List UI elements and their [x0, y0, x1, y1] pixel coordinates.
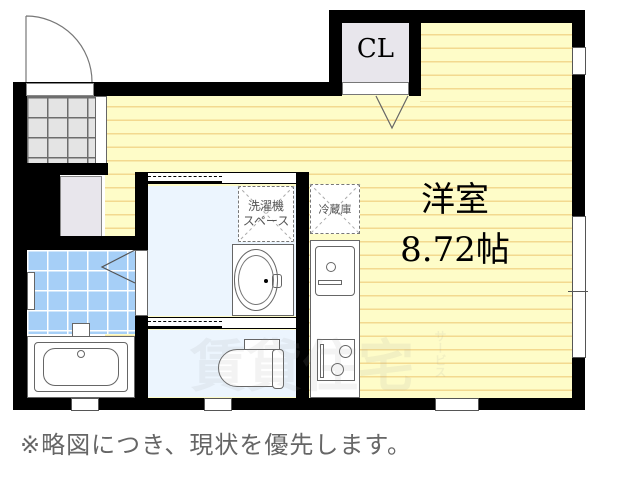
wall-inner-left [26, 163, 60, 237]
wall-bath-top [26, 236, 148, 250]
toilet-seat-cover [272, 349, 284, 389]
closet [342, 22, 409, 82]
washbasin-drain [264, 279, 268, 283]
sliding-door-panel-2 [148, 326, 222, 329]
western-room-name: 洋室 [421, 180, 489, 220]
kitchen-faucet [318, 280, 342, 285]
window-right-upper [572, 47, 586, 75]
closet-label: CL [356, 34, 395, 64]
sliding-door-dash-2 [148, 321, 222, 322]
sliding-door-panel [148, 181, 222, 184]
shower-fixture [27, 272, 35, 310]
washbasin [234, 249, 278, 311]
bathtub-inner [43, 348, 119, 386]
entrance-door-opening [26, 83, 94, 96]
washer-space-cross-icon [237, 185, 295, 243]
wall-closet-left [329, 10, 342, 96]
bathroom-tile-floor [27, 250, 135, 334]
bathtub [27, 336, 135, 398]
bathroom-door-frame [135, 250, 148, 316]
kitchen-sink [315, 246, 355, 296]
window-bottom-room [435, 398, 479, 411]
bathroom-door-swing-icon [100, 249, 136, 284]
washbasin-inner [238, 255, 274, 305]
stove-burner-1 [339, 345, 352, 358]
washbasin-faucet [272, 274, 282, 288]
toilet-bowl [218, 349, 280, 387]
wall-left [13, 82, 27, 410]
entrance-tile-floor [26, 96, 96, 164]
bathtub-drain [77, 350, 85, 358]
washer-space-label-line2: スペース [242, 214, 290, 228]
stove-control [320, 344, 324, 378]
bathtub-basin [34, 342, 128, 392]
closet-door-swing-icon [375, 95, 409, 130]
washer-space-label-line1: 洗濯機 [247, 199, 284, 213]
sliding-door-dash [148, 176, 222, 177]
watermark-sub: サービス [433, 330, 447, 378]
stove [317, 339, 355, 381]
western-room-floor-upper [420, 22, 573, 102]
fridge-space-label: 冷蔵庫 [318, 203, 352, 216]
window-right-lower-divider [568, 291, 588, 292]
wall-washroom-left [135, 172, 148, 250]
window-bottom-toilet [204, 398, 232, 411]
shoe-cabinet [60, 176, 102, 238]
closet-door [342, 82, 409, 95]
entrance-step [95, 96, 107, 164]
drain [72, 323, 90, 337]
window-bottom-bath [71, 398, 99, 411]
wall-closet-right [409, 22, 421, 96]
window-right-lower [572, 216, 586, 358]
stove-burner-2 [331, 363, 344, 376]
disclaimer-note: ※略図につき、現状を優先します。 [20, 431, 413, 459]
wall-washroom-right [296, 172, 309, 398]
western-room-size: 8.72帖 [400, 230, 510, 270]
fridge-space [310, 184, 360, 234]
kitchen-sink-drain [326, 262, 336, 272]
entrance-door-swing-icon [25, 15, 93, 83]
watermark-main: 賃貸住宅 [190, 335, 414, 400]
wall-top-right [329, 10, 585, 23]
washer-space-label: 洗濯機 スペース [236, 199, 296, 229]
wall-washroom-left-lower [135, 316, 148, 398]
